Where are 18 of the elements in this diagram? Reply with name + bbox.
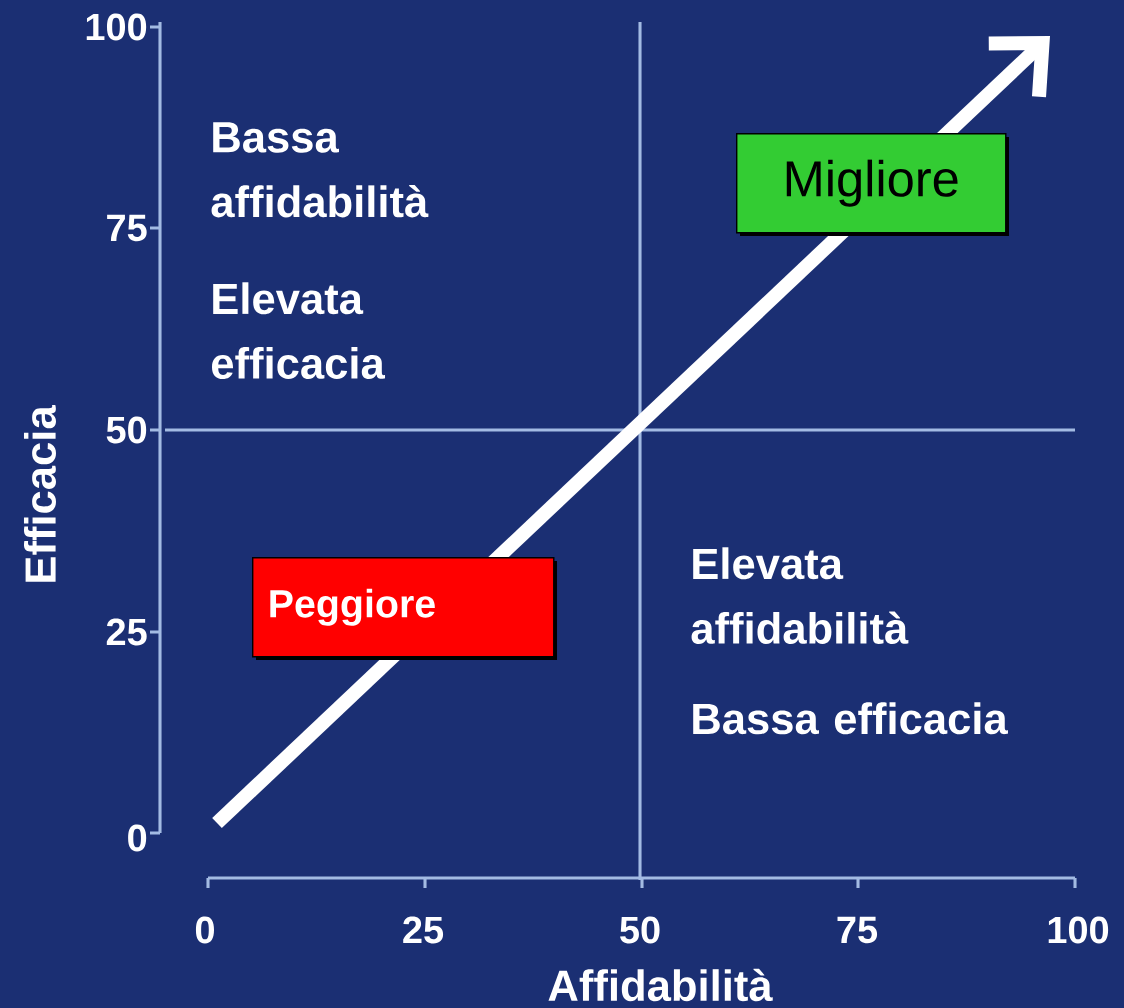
tick-label: 100 [1048, 916, 1109, 944]
best-box: Migliore [736, 133, 1009, 236]
quadrant-label: Bassa efficacia [693, 702, 1008, 735]
axis-title: Efficacia [24, 405, 56, 582]
tick-label: 50 [106, 416, 147, 444]
quadrant-label: Elevata affidabilità [691, 547, 909, 644]
tick-label: 0 [195, 916, 214, 944]
tick-label: 0 [128, 824, 147, 852]
worst-box: Peggiore [252, 557, 557, 660]
quadrant-label: Bassa affidabilità [211, 122, 429, 218]
axis-title: Affidabilità [548, 968, 773, 1002]
tick-label: 50 [620, 916, 660, 944]
quadrant-label: Elevata efficacia [212, 282, 386, 379]
tick-label: 25 [106, 618, 147, 646]
tick-label: 25 [403, 916, 444, 944]
tick-label: 100 [86, 13, 147, 41]
tick-label: 75 [107, 214, 147, 242]
tick-label: 75 [837, 916, 878, 944]
